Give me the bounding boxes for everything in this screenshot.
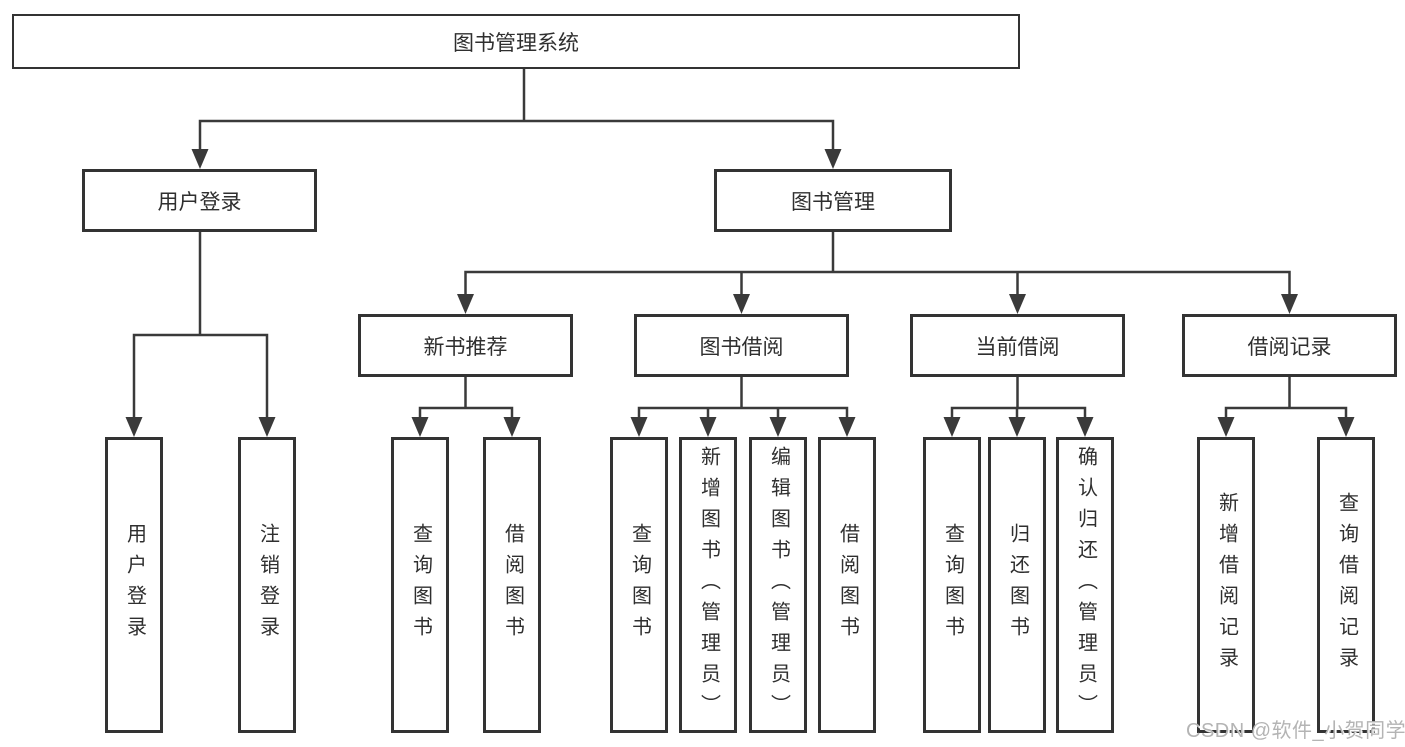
- leaf-logout: 注销登录: [238, 437, 296, 733]
- leaf-current-confirm-return-admin: 确认归还（管理员）: [1056, 437, 1114, 733]
- leaf-user-login: 用户登录: [105, 437, 163, 733]
- arrowhead-icon: [1337, 417, 1355, 437]
- leaf-current-query-books-label: 查询图书: [941, 523, 964, 647]
- node-book-management-label: 图书管理: [791, 190, 875, 214]
- arrowhead-icon: [630, 417, 648, 437]
- leaf-borrow-borrow-books: 借阅图书: [818, 437, 876, 733]
- leaf-newbook-query-books-label: 查询图书: [409, 523, 432, 647]
- arrowhead-icon: [733, 294, 750, 314]
- csdn-watermark: CSDN @软件_小贺同学: [1186, 720, 1405, 742]
- node-new-book-recommend: 新书推荐: [358, 314, 573, 377]
- arrowhead-icon: [943, 417, 961, 437]
- arrowhead-icon: [824, 149, 842, 169]
- leaf-borrow-edit-books-admin-label: 编辑图书（管理员）: [767, 445, 790, 725]
- connector-new-book-children: [411, 375, 521, 437]
- arrowhead-icon: [769, 417, 787, 437]
- connector-user-login-children: [125, 230, 276, 437]
- arrowhead-icon: [125, 417, 143, 437]
- connector-current-borrow-children: [943, 375, 1094, 437]
- leaf-borrow-query-books-label: 查询图书: [628, 523, 651, 647]
- leaf-current-return-books: 归还图书: [988, 437, 1046, 733]
- leaf-records-query-record-label: 查询借阅记录: [1335, 492, 1358, 678]
- leaf-borrow-add-books-admin: 新增图书（管理员）: [679, 437, 737, 733]
- arrowhead-icon: [1009, 294, 1026, 314]
- leaf-newbook-borrow-books-label: 借阅图书: [501, 523, 524, 647]
- node-book-borrowing: 图书借阅: [634, 314, 849, 377]
- leaf-borrow-edit-books-admin: 编辑图书（管理员）: [749, 437, 807, 733]
- leaf-newbook-query-books: 查询图书: [391, 437, 449, 733]
- arrowhead-icon: [503, 417, 521, 437]
- arrowhead-icon: [411, 417, 429, 437]
- node-book-borrowing-label: 图书借阅: [699, 335, 784, 359]
- node-current-borrowing: 当前借阅: [910, 314, 1125, 377]
- connector-borrow-records-children: [1217, 375, 1355, 437]
- leaf-user-login-label: 用户登录: [123, 523, 146, 647]
- leaf-borrow-add-books-admin-label: 新增图书（管理员）: [697, 445, 720, 725]
- leaf-records-add-record-label: 新增借阅记录: [1215, 492, 1238, 678]
- node-book-management: 图书管理: [714, 169, 952, 232]
- leaf-records-add-record: 新增借阅记录: [1197, 437, 1255, 733]
- leaf-records-query-record: 查询借阅记录: [1317, 437, 1375, 733]
- connector-book-mgmt-to-level3: [457, 230, 1298, 314]
- leaf-borrow-borrow-books-label: 借阅图书: [836, 523, 859, 647]
- node-borrowing-records-label: 借阅记录: [1247, 335, 1332, 359]
- arrowhead-icon: [838, 417, 856, 437]
- leaf-newbook-borrow-books: 借阅图书: [483, 437, 541, 733]
- arrowhead-icon: [1281, 294, 1298, 314]
- node-library-system-label: 图书管理系统: [453, 31, 579, 55]
- arrowhead-icon: [1217, 417, 1235, 437]
- node-user-login: 用户登录: [82, 169, 317, 232]
- arrowhead-icon: [1008, 417, 1026, 437]
- leaf-logout-label: 注销登录: [256, 523, 279, 647]
- leaf-current-return-books-label: 归还图书: [1006, 523, 1029, 647]
- arrowhead-icon: [191, 149, 209, 169]
- node-borrowing-records: 借阅记录: [1182, 314, 1397, 377]
- node-current-borrowing-label: 当前借阅: [975, 335, 1060, 359]
- node-user-login-label: 用户登录: [157, 190, 242, 214]
- node-new-book-recommend-label: 新书推荐: [423, 335, 508, 359]
- arrowhead-icon: [258, 417, 276, 437]
- connector-book-borrow-children: [630, 375, 856, 437]
- leaf-current-confirm-return-admin-label: 确认归还（管理员）: [1074, 445, 1097, 725]
- arrowhead-icon: [457, 294, 474, 314]
- node-library-system: 图书管理系统: [12, 14, 1020, 69]
- connector-root-to-level2: [191, 67, 842, 169]
- leaf-borrow-query-books: 查询图书: [610, 437, 668, 733]
- leaf-current-query-books: 查询图书: [923, 437, 981, 733]
- arrowhead-icon: [1076, 417, 1094, 437]
- arrowhead-icon: [699, 417, 717, 437]
